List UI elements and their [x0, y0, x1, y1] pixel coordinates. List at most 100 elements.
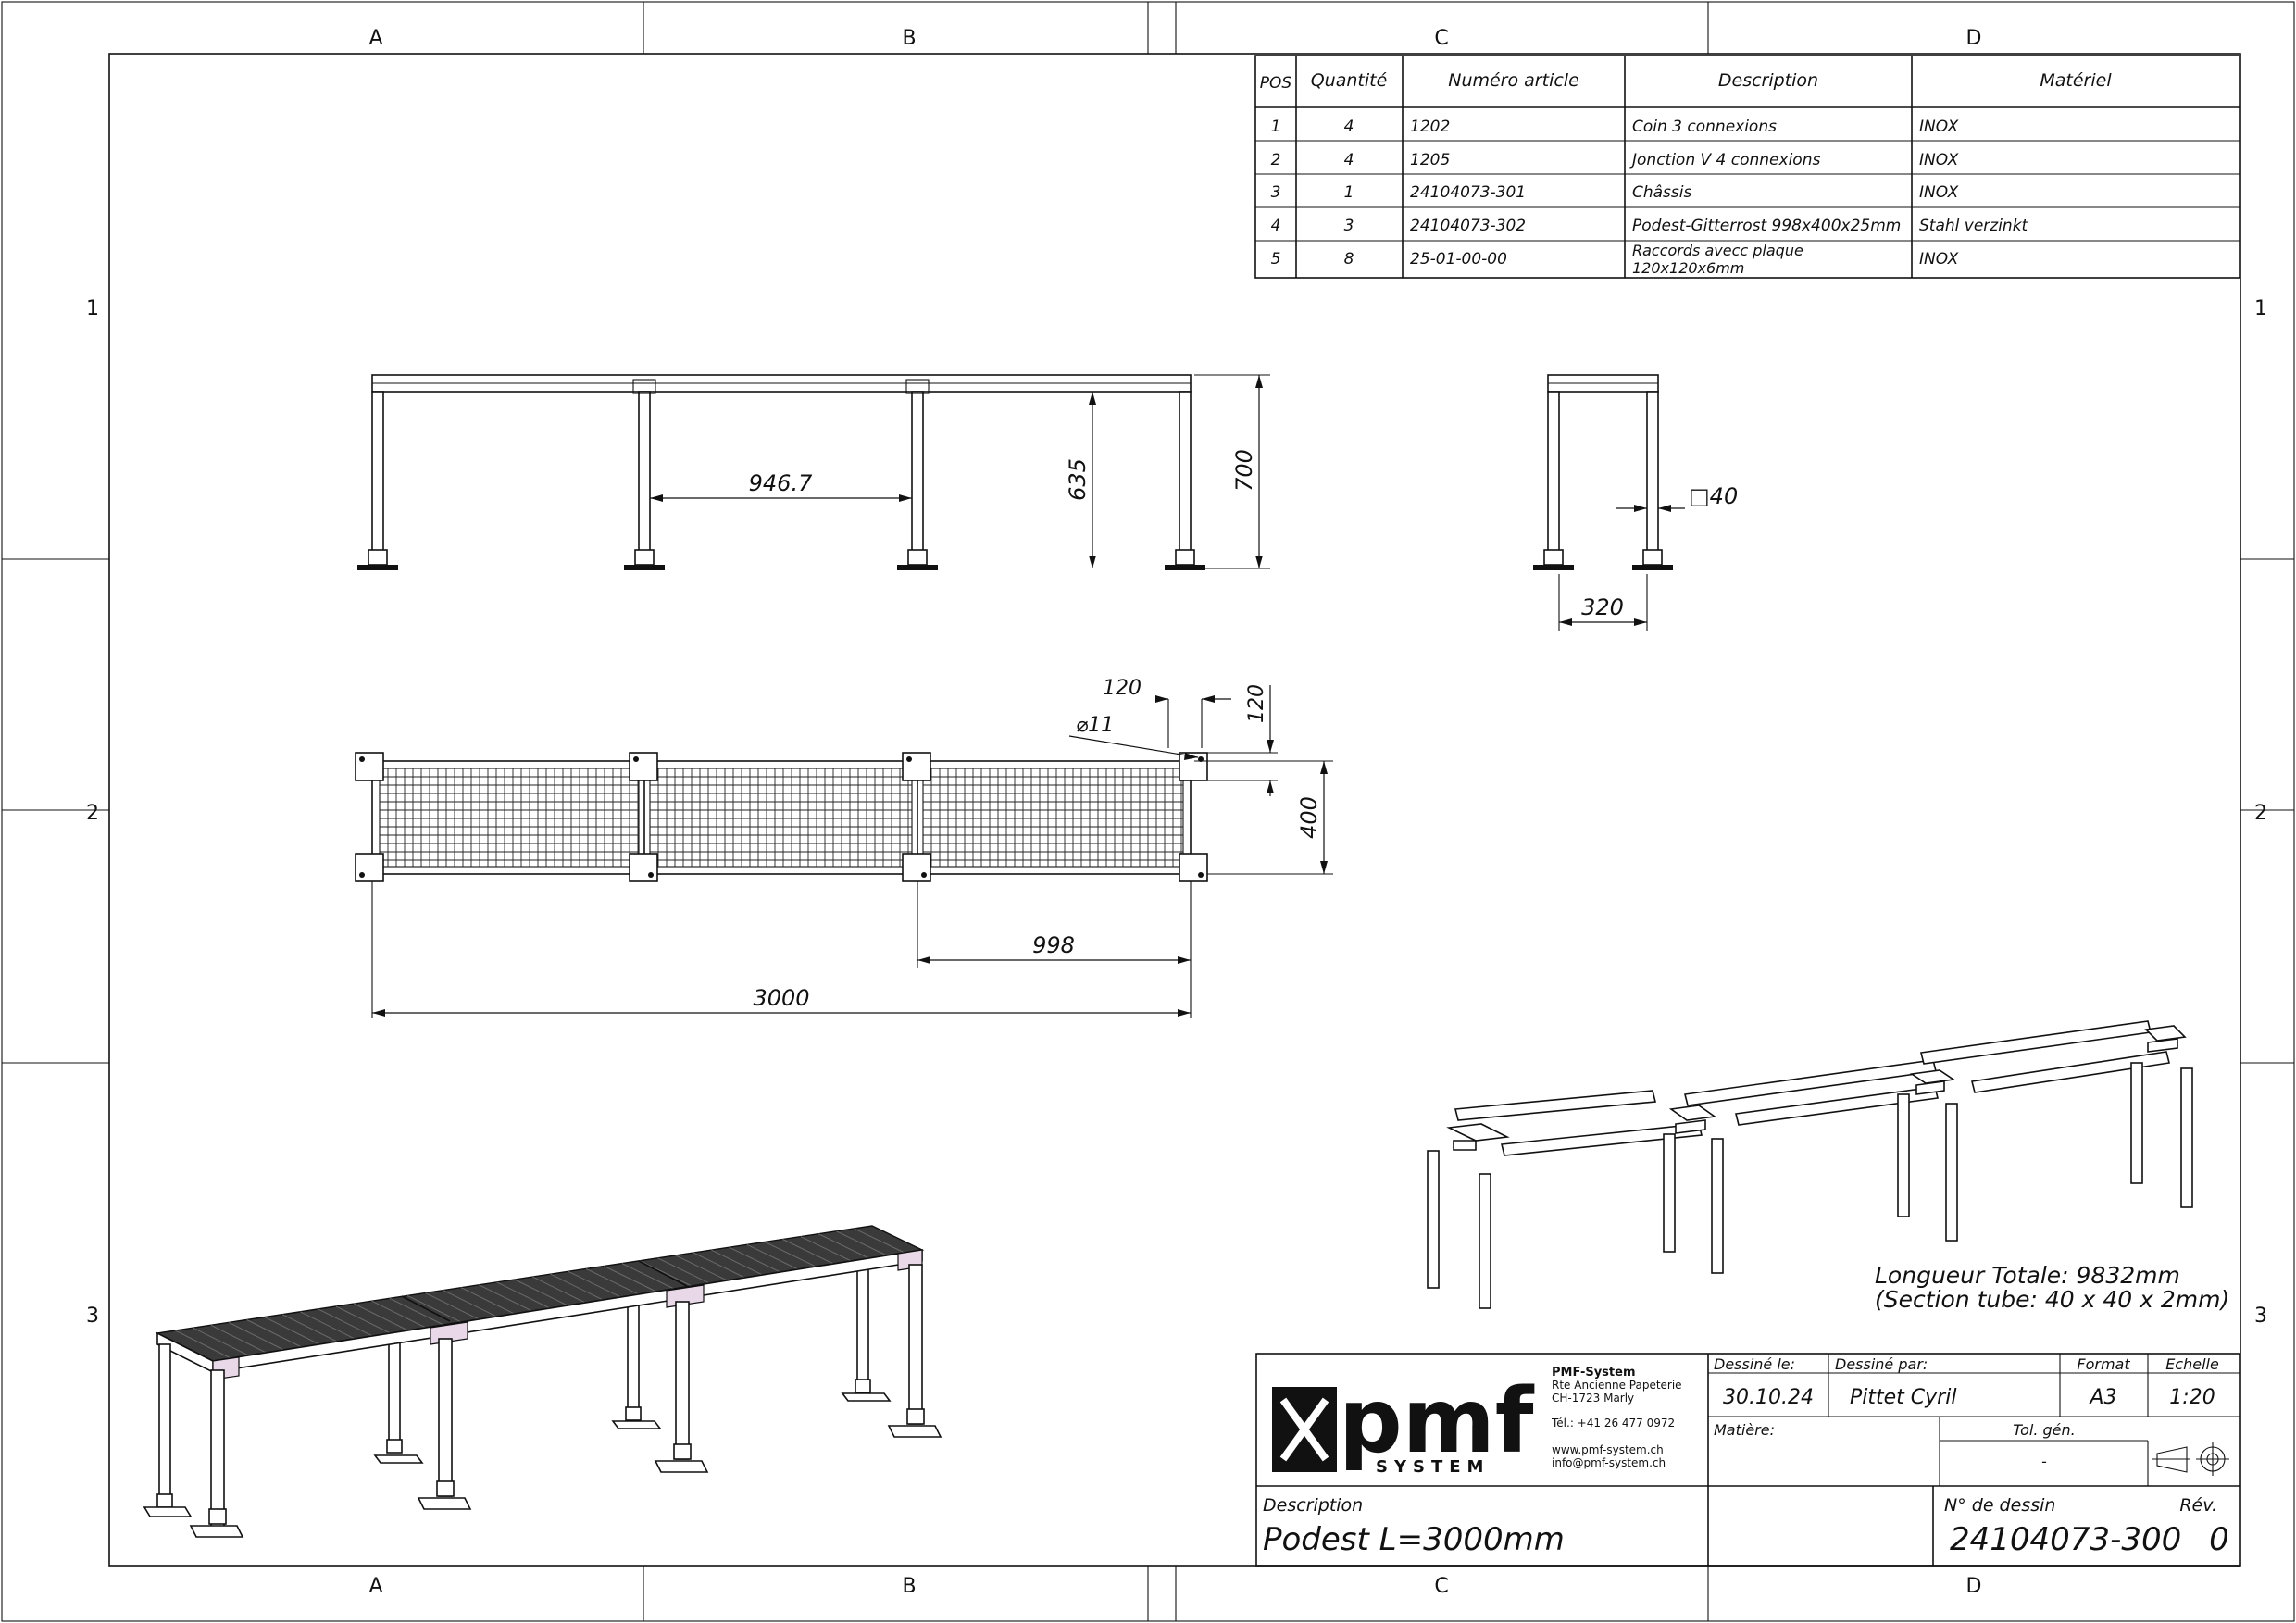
dim-plate-width: 120	[1103, 677, 1142, 700]
deck-texture-line	[460, 1287, 515, 1315]
value-description: Podest L=3000mm	[1263, 1521, 1565, 1558]
bom-header-qty: Quantité	[1311, 70, 1388, 91]
deck-texture-line	[281, 1314, 338, 1342]
exploded-chassis-view	[1427, 1020, 2193, 1309]
label-drawn-on: Dessiné le:	[1714, 1355, 1795, 1373]
bom-cell-pos: 5	[1271, 250, 1281, 268]
projection-symbol-icon	[2152, 1442, 2229, 1476]
col-label-b-bottom: B	[902, 1575, 916, 1598]
deck-texture-line	[550, 1273, 604, 1301]
grating-panel-3	[923, 768, 1183, 867]
deck-texture-line	[193, 1327, 249, 1356]
dim-height-inner: 635	[1065, 458, 1091, 501]
label-material: Matière:	[1714, 1421, 1775, 1439]
deck-texture-line	[532, 1276, 586, 1304]
bom-cell-material: INOX	[1919, 151, 1959, 169]
deck-texture-line	[854, 1228, 905, 1254]
deck-texture-line	[604, 1266, 656, 1292]
deck-texture-line	[175, 1330, 231, 1359]
company-website: www.pmf-system.ch	[1552, 1443, 1664, 1456]
bom-table: POS Quantité Numéro article Description …	[1254, 55, 2240, 279]
bom-row-1: 1 4 1202 Coin 3 connexions INOX	[1271, 118, 1959, 136]
bom-header-material: Matériel	[2040, 70, 2112, 91]
dim-depth: 320	[1581, 594, 1624, 620]
bom-cell-qty: 3	[1344, 217, 1354, 235]
deck-texture-line	[300, 1311, 356, 1340]
bom-cell-article: 25-01-00-00	[1410, 250, 1507, 268]
company-info: PMF-System Rte Ancienne Papeterie CH-172…	[1551, 1366, 1682, 1469]
dim-hole-diameter: ⌀11	[1076, 714, 1114, 737]
bom-row-2: 2 4 1205 Jonction V 4 connexions INOX	[1271, 151, 1959, 169]
value-revision: 0	[2209, 1521, 2229, 1558]
grating-panel-1	[380, 768, 639, 867]
title-block: pmf SYSTEM PMF-System Rte Ancienne Papet…	[1255, 1353, 2240, 1567]
row-label-2-left: 2	[86, 802, 99, 825]
label-scale: Echelle	[2165, 1355, 2219, 1373]
row-label-2-right: 2	[2254, 802, 2267, 825]
bom-cell-pos: 2	[1271, 151, 1281, 169]
col-label-d-top: D	[1966, 27, 1982, 50]
value-date: 30.10.24	[1723, 1386, 1814, 1409]
bom-row-4: 4 3 24104073-302 Podest-Gitterrost 998x4…	[1271, 217, 2029, 235]
drawing-notes: Longueur Totale: 9832mm (Section tube: 4…	[1875, 1262, 2229, 1313]
bom-cell-description: Jonction V 4 connexions	[1629, 151, 1820, 169]
deck-texture-line	[371, 1300, 427, 1329]
value-drawing-number: 24104073-300	[1950, 1521, 2181, 1558]
label-revision: Rév.	[2179, 1495, 2217, 1516]
deck-texture-line	[389, 1297, 444, 1326]
company-email: info@pmf-system.ch	[1552, 1456, 1666, 1469]
front-view-dimensions: 946.7 635 700	[650, 374, 1270, 569]
company-address-2: CH-1723 Marly	[1552, 1392, 1634, 1405]
bom-cell-qty: 4	[1344, 118, 1354, 136]
deck-texture-line	[621, 1263, 675, 1290]
note-tube-section: (Section tube: 40 x 40 x 2mm)	[1875, 1286, 2229, 1313]
logo-wordmark: pmf	[1339, 1369, 1535, 1473]
deck-texture-line	[406, 1294, 462, 1323]
col-label-d-bottom: D	[1966, 1575, 1982, 1598]
value-scale: 1:20	[2169, 1386, 2215, 1409]
value-format: A3	[2088, 1386, 2116, 1409]
deck-texture-line	[568, 1270, 621, 1298]
label-drawn-by: Dessiné par:	[1835, 1355, 1928, 1373]
col-label-b-top: B	[902, 27, 916, 50]
dim-span: 946.7	[749, 470, 813, 496]
row-label-1-left: 1	[86, 297, 99, 320]
deck-texture-line	[817, 1233, 869, 1259]
deck-texture-line	[425, 1292, 480, 1320]
top-view-dimensions: 120 120 ⌀11 400 998 3000	[371, 677, 1333, 1018]
logo-subtitle: SYSTEM	[1376, 1457, 1490, 1477]
deck-texture-line	[639, 1260, 693, 1287]
col-label-a-bottom: A	[368, 1575, 382, 1598]
deck-texture-line	[479, 1284, 532, 1312]
bom-cell-article: 24104073-302	[1410, 217, 1526, 235]
company-address-1: Rte Ancienne Papeterie	[1552, 1379, 1682, 1392]
col-label-c-bottom: C	[1434, 1575, 1448, 1598]
deck-texture-line	[657, 1257, 710, 1284]
dim-height-total: 700	[1231, 449, 1257, 492]
bom-cell-description-line1: Raccords avecc plaque	[1632, 242, 1803, 259]
grating-panel-2	[650, 768, 912, 867]
label-tolerance: Tol. gén.	[2013, 1421, 2075, 1439]
bom-header-row: POS Quantité Numéro article Description …	[1260, 70, 2113, 93]
dim-grate-length: 998	[1032, 932, 1075, 958]
bom-cell-material: INOX	[1919, 250, 1959, 268]
deck-texture-line	[836, 1230, 887, 1256]
dim-total-length: 3000	[753, 985, 809, 1011]
deck-texture-line	[746, 1243, 799, 1270]
label-drawing-number: N° de dessin	[1944, 1495, 2055, 1516]
bom-cell-description: Podest-Gitterrost 998x400x25mm	[1632, 217, 1901, 235]
deck-texture-line	[210, 1324, 267, 1354]
bom-cell-article: 1205	[1410, 151, 1450, 169]
bom-cell-pos: 1	[1271, 118, 1281, 136]
dim-tube-section: □40	[1689, 483, 1738, 509]
bom-cell-pos: 4	[1271, 217, 1281, 235]
deck-texture-line	[711, 1249, 763, 1276]
bom-header-article: Numéro article	[1448, 70, 1579, 91]
side-view	[1533, 374, 1673, 570]
top-view	[355, 752, 1208, 882]
deck-texture-line	[729, 1246, 781, 1273]
deck-texture-line	[764, 1241, 817, 1267]
bom-cell-qty: 4	[1344, 151, 1354, 169]
